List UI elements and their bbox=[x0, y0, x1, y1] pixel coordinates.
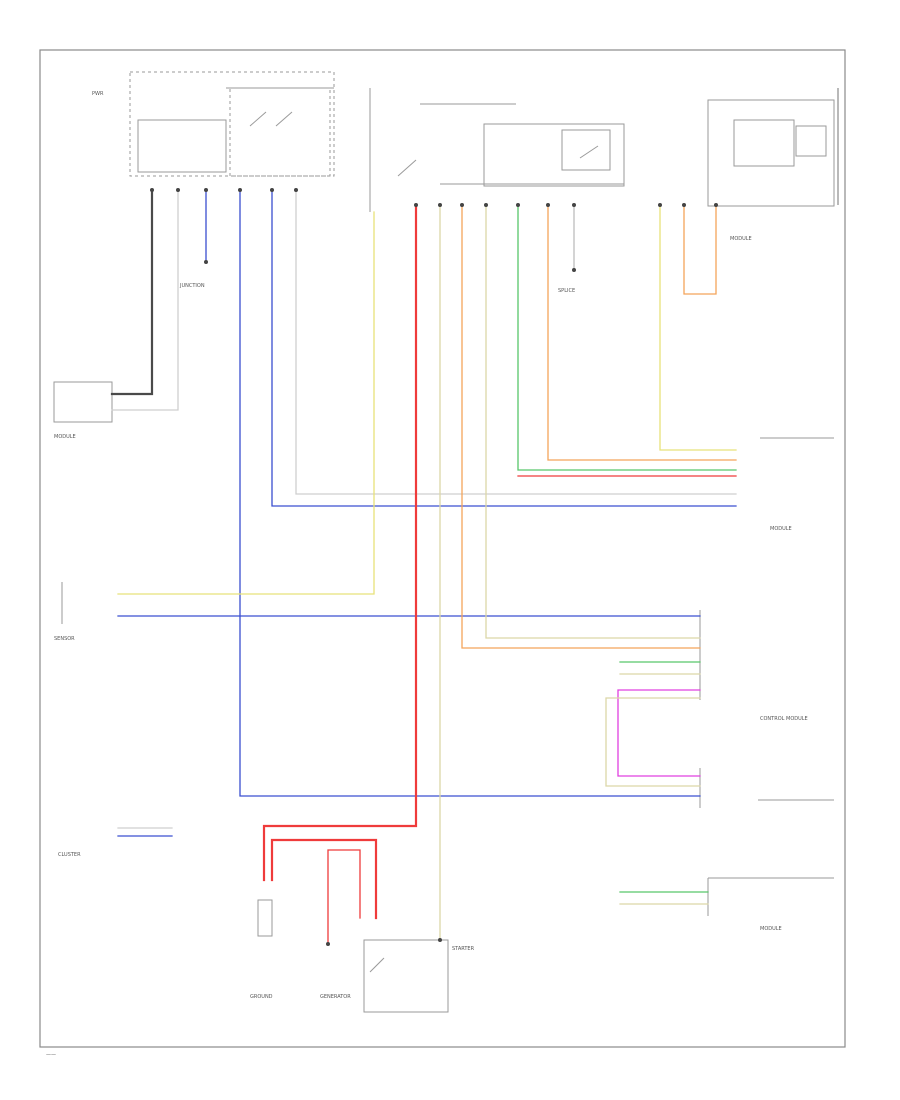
generator-caption: GENERATOR bbox=[320, 994, 351, 1000]
lower-left-caption: CLUSTER bbox=[58, 852, 81, 858]
wire-yellow-left bbox=[117, 211, 375, 595]
top-right-module bbox=[707, 99, 835, 207]
wire-black bbox=[110, 188, 154, 396]
wire-blue-mid bbox=[271, 189, 737, 507]
ignition-switch-symbol bbox=[229, 87, 331, 177]
svg-text:PWR: PWR bbox=[92, 91, 104, 97]
starter-contact bbox=[369, 957, 385, 973]
right-caption-3: MODULE bbox=[760, 926, 782, 932]
wire-tan-mid bbox=[485, 204, 701, 639]
wire-gray-left bbox=[111, 189, 179, 411]
wire-green-upper bbox=[517, 204, 737, 471]
wire-magenta-loop bbox=[617, 689, 701, 777]
wire-red-branch bbox=[327, 849, 361, 945]
wire-tan-loop bbox=[605, 697, 701, 787]
wire-red-second bbox=[270, 838, 378, 920]
left-module-caption: MODULE bbox=[54, 434, 76, 440]
svg-text:SPLICE: SPLICE bbox=[558, 288, 575, 294]
diagram-frame bbox=[39, 49, 846, 1048]
fuse-block bbox=[369, 88, 516, 212]
wire-orange-upper bbox=[547, 204, 737, 461]
wire-orange-loop bbox=[683, 204, 717, 295]
wire-gray-mid bbox=[295, 189, 737, 495]
wire-blue-long-left bbox=[239, 189, 701, 797]
left-sensor-caption: SENSOR bbox=[54, 636, 75, 642]
svg-text:JUNCTION: JUNCTION bbox=[179, 283, 205, 289]
svg-text:MODULE: MODULE bbox=[730, 236, 752, 242]
battery-symbol bbox=[257, 899, 273, 937]
connector-dots bbox=[150, 188, 718, 946]
starter-caption: STARTER bbox=[452, 946, 475, 952]
wire-yellow-right bbox=[659, 204, 737, 451]
right-caption-1: MODULE bbox=[770, 526, 792, 532]
footer-code: —— bbox=[46, 1052, 56, 1058]
wires bbox=[110, 188, 737, 945]
starter-box bbox=[363, 939, 449, 1013]
wire-orange-mid bbox=[461, 204, 701, 649]
relay-module bbox=[440, 123, 625, 187]
battery-caption: GROUND bbox=[250, 994, 273, 1000]
connector-labels-top: PWR JUNCTION SPLICE MODULE bbox=[92, 91, 752, 294]
right-caption-2: CONTROL MODULE bbox=[760, 716, 808, 722]
wire-red-main bbox=[262, 203, 418, 882]
left-module-box bbox=[53, 381, 113, 423]
